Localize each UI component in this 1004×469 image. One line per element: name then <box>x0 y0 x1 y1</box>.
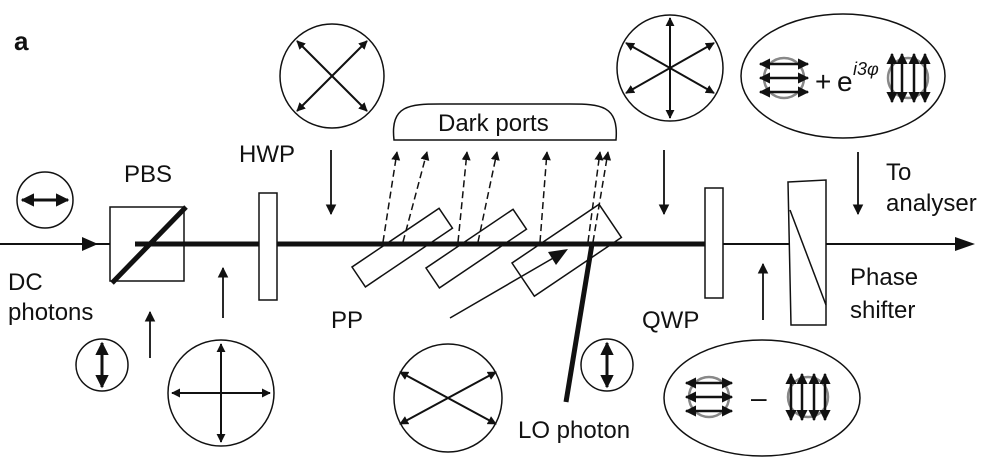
phase-label: Phase <box>850 264 918 291</box>
lo-vertical-polarization-icon <box>580 338 634 392</box>
plus-sign: + <box>815 66 831 97</box>
main-beam <box>0 237 975 251</box>
photons-label: photons <box>8 299 93 326</box>
to-label: To <box>886 159 911 186</box>
dark-ports-label: Dark ports <box>438 110 549 137</box>
pointer-arrows <box>144 150 864 358</box>
exp-power: i3φ <box>853 59 879 79</box>
vertical-polarization-icon <box>75 338 129 392</box>
pbs-label: PBS <box>124 161 172 188</box>
pp-label: PP <box>331 307 363 334</box>
analyser-label: analyser <box>886 190 977 217</box>
dark-ports-bracket <box>392 103 618 141</box>
polarizing-beam-splitter <box>109 205 188 285</box>
qwp-label: QWP <box>642 307 699 334</box>
hv-polarization-icon <box>167 339 275 447</box>
partial-polarizers <box>350 203 623 298</box>
dc-label: DC <box>8 269 43 296</box>
lo-diagonal-polarization-icon <box>393 343 503 453</box>
six-way-polarization-icon <box>616 14 724 122</box>
exp-base: e <box>837 66 853 97</box>
output-state-ellipse <box>740 13 946 139</box>
phase-shifter <box>787 179 827 326</box>
panel-label: a <box>14 26 29 56</box>
dark-port-reflections <box>382 151 612 243</box>
input-state-ellipse <box>663 339 861 457</box>
hwp-label: HWP <box>239 141 295 168</box>
lo-photon-beam <box>449 243 595 403</box>
shifter-label: shifter <box>850 297 915 324</box>
diagonal-polarization-icon <box>279 23 385 129</box>
quarter-wave-plate <box>704 187 724 299</box>
half-wave-plate <box>258 192 278 301</box>
lo-photon-label: LO photon <box>518 417 630 444</box>
minus-sign: – <box>751 382 767 413</box>
horizontal-polarization-icon <box>16 171 74 229</box>
